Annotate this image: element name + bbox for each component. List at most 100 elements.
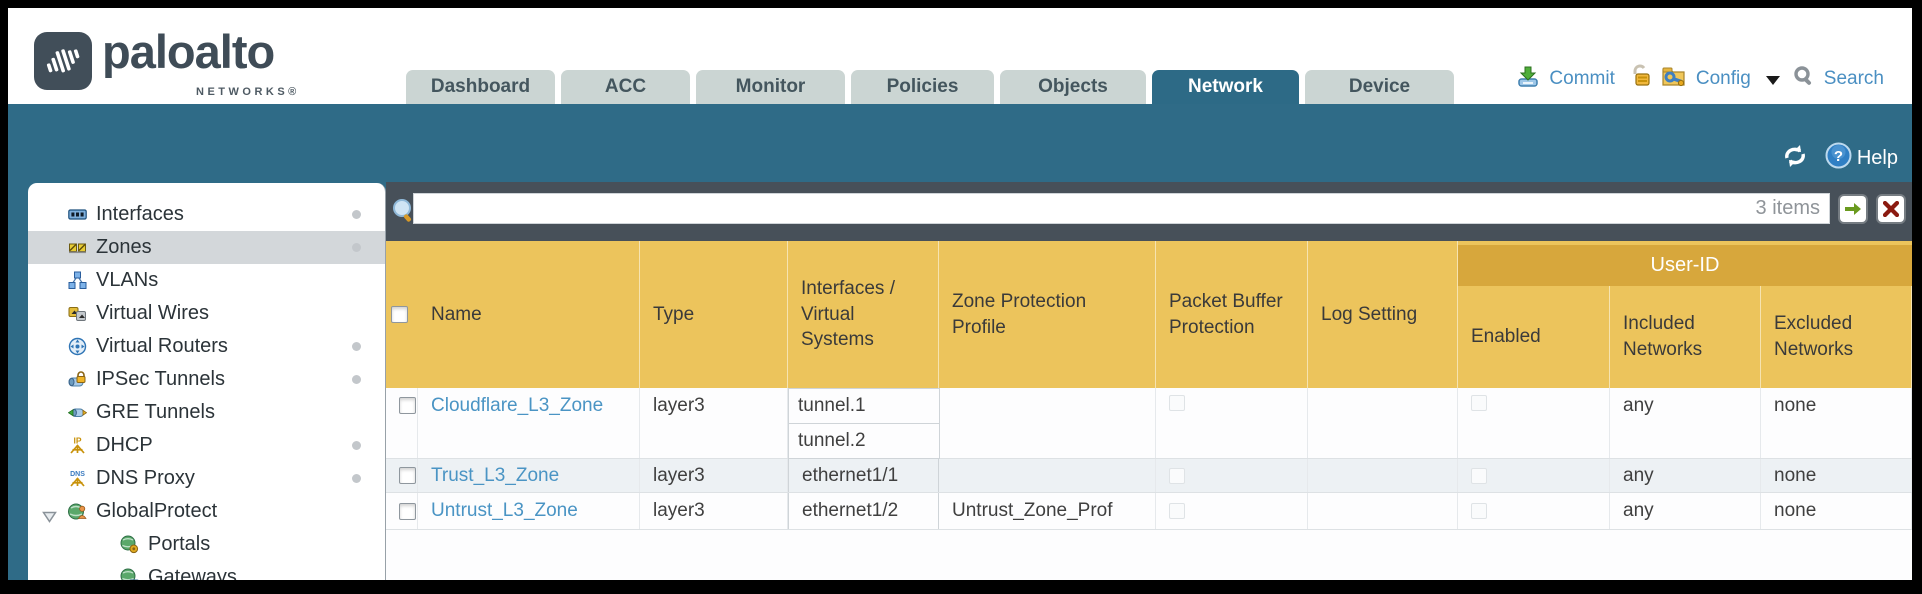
tab-device[interactable]: Device [1305, 70, 1454, 104]
brand-subtitle: NETWORKS® [196, 86, 300, 98]
packet-buffer-protection-checkbox [1169, 395, 1185, 411]
virtual-routers-icon [68, 337, 87, 356]
config-caret-icon[interactable] [1765, 75, 1780, 85]
tab-network[interactable]: Network [1152, 70, 1299, 104]
sidebar-item-label: Interfaces [96, 203, 184, 225]
tab-monitor[interactable]: Monitor [696, 70, 845, 104]
included-networks-cell: any [1610, 459, 1761, 492]
user-id-enabled-checkbox [1471, 503, 1487, 519]
select-all-checkbox[interactable] [391, 306, 408, 323]
help-group: ? Help [1825, 142, 1898, 175]
included-networks-cell: any [1610, 493, 1761, 529]
zone-name-link[interactable]: Trust_L3_Zone [431, 464, 560, 486]
expand-triangle-icon[interactable] [42, 506, 57, 529]
interfaces-icon [68, 209, 87, 220]
zone-protection-profile-cell: Untrust_Zone_Prof [939, 493, 1156, 529]
tab-objects[interactable]: Objects [1000, 70, 1146, 104]
header-actions: Commit Config [1516, 64, 1890, 94]
zones-content: 3 items User-ID Name Type Interfaces / [386, 182, 1912, 580]
sidebar-item-label: GlobalProtect [96, 500, 218, 522]
user-id-group-header: User-ID [1458, 245, 1912, 286]
sidebar-item-portals[interactable]: Portals [28, 528, 385, 561]
lock-icon[interactable] [1630, 64, 1652, 94]
log-setting-cell [1308, 459, 1458, 492]
svg-text:DNS: DNS [70, 471, 85, 478]
sidebar-item-zones[interactable]: Zones [28, 231, 385, 264]
log-setting-cell [1308, 388, 1458, 458]
sidebar-item-dns-proxy[interactable]: DNS DNS Proxy [28, 462, 385, 495]
status-dot [352, 441, 361, 450]
sidebar-item-virtual-wires[interactable]: Virtual Wires [28, 297, 385, 330]
search-icon [1793, 65, 1815, 93]
sidebar-item-gre-tunnels[interactable]: GRE Tunnels [28, 396, 385, 429]
interfaces-cell: ethernet1/1 [788, 459, 939, 492]
sidebar-item-gateways[interactable]: Gateways [28, 561, 385, 580]
portals-icon [120, 535, 139, 554]
packet-buffer-protection-checkbox [1169, 467, 1185, 484]
globalprotect-icon [68, 503, 87, 520]
row-select-cell [386, 493, 418, 529]
dhcp-icon: IP [70, 436, 85, 454]
sidebar-item-dhcp[interactable]: IP DHCP [28, 429, 385, 462]
column-header-interfaces[interactable]: Interfaces / Virtual Systems [788, 241, 939, 388]
sidebar-item-interfaces[interactable]: Interfaces [28, 198, 385, 231]
tab-acc[interactable]: ACC [561, 70, 690, 104]
search-button[interactable]: Search [1823, 68, 1884, 89]
sidebar-item-virtual-routers[interactable]: Virtual Routers [28, 330, 385, 363]
table-row: Trust_L3_Zone layer3 ethernet1/1 any non… [386, 459, 1912, 493]
help-label[interactable]: Help [1856, 147, 1898, 169]
refresh-icon[interactable] [1781, 143, 1809, 174]
sidebar-item-label: Zones [96, 236, 152, 258]
commit-button[interactable]: Commit [1549, 68, 1615, 89]
column-header-enabled[interactable]: Enabled [1458, 286, 1610, 388]
zone-name-link[interactable]: Cloudflare_L3_Zone [431, 395, 604, 416]
user-id-enabled-cell [1458, 493, 1610, 529]
zone-name-cell: Untrust_L3_Zone [418, 493, 640, 529]
top-header: paloalto NETWORKS® Dashboard ACC Monitor… [8, 8, 1912, 104]
filter-input[interactable] [413, 193, 1830, 224]
sidebar-item-label: GRE Tunnels [96, 401, 215, 423]
zone-type-cell: layer3 [640, 459, 788, 492]
column-header-included-networks[interactable]: Included Networks [1610, 286, 1761, 388]
tab-policies[interactable]: Policies [851, 70, 994, 104]
zone-type-cell: layer3 [640, 388, 788, 458]
packet-buffer-protection-cell [1156, 459, 1308, 492]
column-header-zone-protection-profile[interactable]: Zone Protection Profile [939, 241, 1156, 388]
items-count: 3 items [1755, 197, 1820, 219]
column-header-packet-buffer-protection[interactable]: Packet Buffer Protection [1156, 241, 1308, 388]
sidebar-item-ipsec-tunnels[interactable]: IPSec Tunnels [28, 363, 385, 396]
user-id-enabled-checkbox [1471, 395, 1487, 411]
sidebar-item-label: DHCP [96, 434, 153, 456]
tab-dashboard[interactable]: Dashboard [406, 70, 555, 104]
row-checkbox[interactable] [399, 397, 416, 414]
row-checkbox[interactable] [399, 502, 416, 520]
vlans-icon [68, 271, 87, 289]
gateways-icon [120, 568, 139, 580]
sidebar-item-vlans[interactable]: VLANs [28, 264, 385, 297]
sidebar-item-globalprotect[interactable]: GlobalProtect [28, 495, 385, 528]
filter-bar: 3 items [386, 182, 1912, 241]
column-header-type[interactable]: Type [640, 241, 788, 388]
main-nav-tabs: Dashboard ACC Monitor Policies Objects N… [406, 70, 1454, 104]
table-row: Untrust_L3_Zone layer3 ethernet1/2 Untru… [386, 493, 1912, 530]
row-select-cell [386, 388, 418, 458]
apply-filter-button[interactable] [1840, 196, 1866, 222]
interfaces-cell: ethernet1/2 [788, 493, 939, 529]
svg-text:?: ? [1834, 148, 1843, 165]
help-icon[interactable]: ? [1825, 142, 1852, 175]
column-header-excluded-networks[interactable]: Excluded Networks [1761, 286, 1912, 388]
row-select-cell [386, 459, 418, 492]
gre-tunnels-icon [68, 408, 87, 417]
ipsec-tunnels-icon [68, 371, 86, 387]
table-header: User-ID Name Type Interfaces / Virtual S… [386, 241, 1912, 388]
zone-name-link[interactable]: Untrust_L3_Zone [431, 500, 578, 521]
config-button[interactable]: Config [1695, 68, 1751, 89]
interface-entry: tunnel.2 [788, 423, 940, 459]
column-header-log-setting[interactable]: Log Setting [1308, 241, 1458, 388]
log-setting-cell [1308, 493, 1458, 529]
row-checkbox[interactable] [399, 467, 416, 484]
clear-filter-button[interactable] [1878, 196, 1904, 222]
filter-search-icon [391, 197, 415, 230]
column-header-name[interactable]: Name [418, 241, 640, 388]
status-dot [352, 375, 361, 384]
